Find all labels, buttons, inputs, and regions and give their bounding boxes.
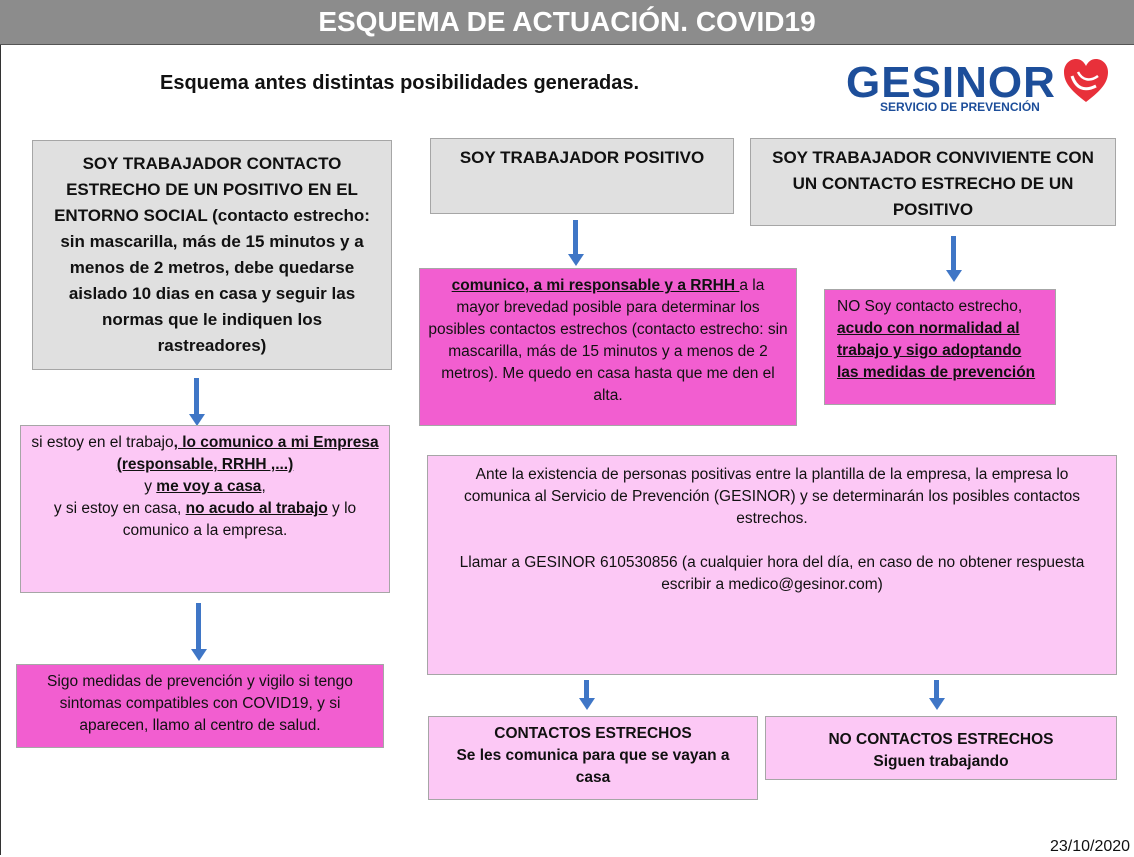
box-sigo-medidas: Sigo medidas de prevención y vigilo si t… — [16, 664, 384, 748]
box-comunico-responsable: comunico, a mi responsable y a RRHH a la… — [419, 268, 797, 426]
box-no-contactos-estrechos: NO CONTACTOS ESTRECHOS Siguen trabajando — [765, 716, 1117, 780]
box-trabajador-conviviente: SOY TRABAJADOR CONVIVIENTE CON UN CONTAC… — [750, 138, 1116, 226]
arrow-down-icon — [929, 680, 945, 710]
arrow-down-icon — [191, 603, 207, 663]
arrow-down-icon — [579, 680, 595, 710]
arrow-down-icon — [568, 220, 584, 266]
arrow-down-icon — [946, 236, 962, 282]
logo-name: GESINOR — [846, 58, 1056, 107]
arrow-down-icon — [189, 378, 205, 426]
gesinor-logo: GESINOR SERVICIO DE PREVENCIÓN — [840, 56, 1110, 120]
logo-tagline: SERVICIO DE PREVENCIÓN — [880, 100, 1040, 114]
box-contactos-estrechos: CONTACTOS ESTRECHOS Se les comunica para… — [428, 716, 758, 800]
box-si-estoy-en-el-trabajo: si estoy en el trabajo, lo comunico a mi… — [20, 425, 390, 593]
box-no-soy-contacto-estrecho: NO Soy contacto estrecho, acudo con norm… — [824, 289, 1056, 405]
box-trabajador-positivo: SOY TRABAJADOR POSITIVO — [430, 138, 734, 214]
heart-hands-icon — [1064, 59, 1108, 102]
page-header: ESQUEMA DE ACTUACIÓN. COVID19 — [0, 0, 1134, 45]
diagram-subtitle: Esquema antes distintas posibilidades ge… — [160, 72, 640, 94]
document-date: 23/10/2020 — [1050, 838, 1131, 855]
box-contacto-estrecho-social: SOY TRABAJADOR CONTACTO ESTRECHO DE UN P… — [32, 140, 392, 370]
box-ante-la-existencia: Ante la existencia de personas positivas… — [427, 455, 1117, 675]
page-title: ESQUEMA DE ACTUACIÓN. COVID19 — [318, 6, 816, 37]
